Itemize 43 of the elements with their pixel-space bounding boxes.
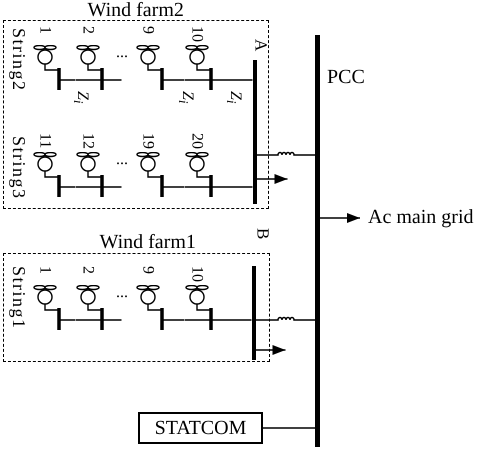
connection-line: [212, 79, 252, 81]
turbine-number: 19: [140, 132, 156, 148]
turbine-number: 11: [36, 132, 52, 148]
inductor-line: [256, 316, 315, 321]
group-title: Wind farm1: [100, 232, 196, 252]
connection-line: [263, 427, 315, 429]
string-label: String3: [11, 136, 27, 200]
arrow: [256, 174, 288, 184]
string-label: String1: [11, 266, 27, 330]
connection-line: [212, 319, 252, 321]
group-title: Wind farm2: [88, 0, 184, 20]
inductor-line: [256, 152, 315, 156]
arrow: [320, 213, 360, 223]
turbine-number: 20: [188, 132, 204, 148]
connection-line: [104, 319, 122, 321]
turbine-number: 2: [80, 26, 96, 34]
turbine-number: 12: [80, 132, 96, 148]
ellipsis: ...: [116, 285, 128, 301]
arrow: [256, 345, 286, 355]
turbine-number: 10: [188, 266, 204, 282]
turbine-number: 9: [140, 266, 156, 274]
bus-label: A: [254, 38, 268, 51]
bus-label: B: [256, 228, 270, 239]
connection-line: [164, 79, 184, 81]
connection-line: [212, 186, 252, 188]
connection-line: [60, 186, 76, 188]
ellipsis: ...: [116, 45, 128, 61]
turbine-number: 2: [80, 266, 96, 274]
turbine-number: 9: [140, 26, 156, 34]
connection-line: [60, 319, 76, 321]
connection-line: [164, 319, 184, 321]
node-label: Ac main grid: [368, 207, 474, 227]
bus-label: PCC: [327, 67, 365, 87]
string-label: String2: [11, 28, 27, 92]
device-box: STATCOM: [138, 412, 263, 444]
connection-line: [104, 79, 122, 81]
ellipsis: ...: [116, 152, 128, 168]
turbine-number: 10: [188, 26, 204, 42]
turbine-number: 1: [36, 26, 52, 34]
connection-line: [60, 79, 76, 81]
connection-line: [164, 186, 184, 188]
turbine-number: 1: [36, 266, 52, 274]
connection-line: [104, 186, 122, 188]
